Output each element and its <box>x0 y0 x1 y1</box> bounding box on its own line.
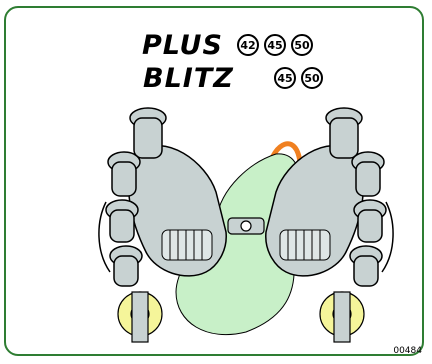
left-pulsator-wheel <box>117 291 163 343</box>
right-ribbed-collar <box>279 229 331 261</box>
size-badge: 45 <box>264 34 286 56</box>
green-liner <box>175 153 300 336</box>
center-coupling <box>227 217 265 235</box>
size-badges-blitz: 45 50 <box>274 67 323 89</box>
drawing-code: 00484 <box>393 346 422 356</box>
left-teat-cups <box>98 107 167 287</box>
size-badges-plus: 42 45 50 <box>237 34 313 56</box>
size-badge: 45 <box>274 67 296 89</box>
left-ribbed-collar <box>161 229 213 261</box>
size-badge: 42 <box>237 34 259 56</box>
right-pulsator-wheel <box>319 291 365 343</box>
size-badge: 50 <box>291 34 313 56</box>
model-name-blitz: BLITZ <box>143 63 234 94</box>
right-teat-cups <box>325 107 394 287</box>
model-name-plus: PLUS <box>142 30 223 61</box>
size-badge: 50 <box>301 67 323 89</box>
milking-cluster-illustration <box>98 107 394 343</box>
